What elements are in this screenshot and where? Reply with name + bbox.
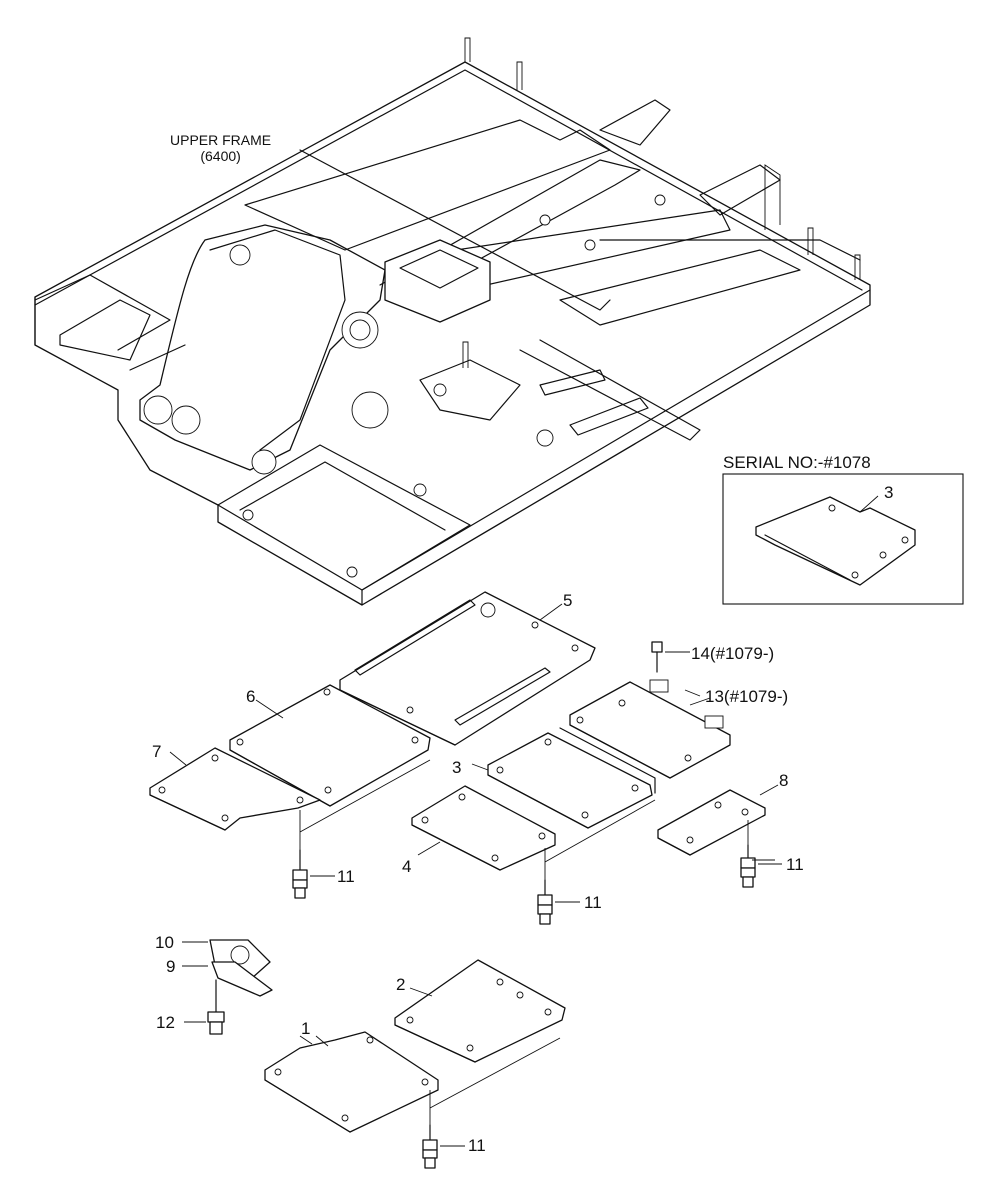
bolt-12: [184, 979, 225, 1035]
inset-part-label: 3: [884, 483, 894, 502]
plates-9-10: [182, 939, 273, 997]
upper-frame-title-line1: UPPER FRAME: [170, 132, 272, 148]
callout-11-bottom: 11: [468, 1136, 486, 1155]
upper-frame-title-line2: (6400): [200, 148, 241, 165]
callout-10: 10: [155, 933, 174, 952]
callout-12: 12: [156, 1013, 175, 1032]
callout-11-left: 11: [337, 867, 355, 886]
plate-4: [411, 785, 556, 871]
serial-number-label: SERIAL NO:-#1078: [723, 453, 871, 472]
bolts-11: [292, 759, 782, 1169]
callout-11-middle: 11: [584, 893, 602, 912]
callout-13: 13(#1079-): [705, 687, 789, 706]
callout-1: 1: [301, 1019, 311, 1038]
plate-3: [471, 727, 656, 829]
callout-7: 7: [152, 742, 162, 761]
callout-3: 3: [452, 758, 462, 777]
callout-8: 8: [779, 771, 789, 790]
plate-7: [149, 747, 321, 831]
plate-6: [229, 684, 431, 807]
callout-9: 9: [166, 957, 176, 976]
upper-frame-title: UPPER FRAME (6400): [170, 132, 271, 164]
plate-13: [569, 679, 731, 779]
plate-8: [657, 784, 779, 856]
callout-5: 5: [563, 591, 573, 610]
bolt-14: [651, 641, 690, 673]
plate-1: [264, 1031, 439, 1133]
callout-14: 14(#1079-): [691, 644, 775, 663]
callout-2: 2: [396, 975, 406, 994]
plate-2: [394, 959, 566, 1063]
serial-inset: [722, 473, 964, 605]
callout-4: 4: [402, 857, 412, 876]
callout-11-right: 11: [786, 855, 804, 874]
callout-6: 6: [246, 687, 256, 706]
leader-lines: [299, 689, 775, 1045]
upper-frame: [34, 37, 871, 606]
